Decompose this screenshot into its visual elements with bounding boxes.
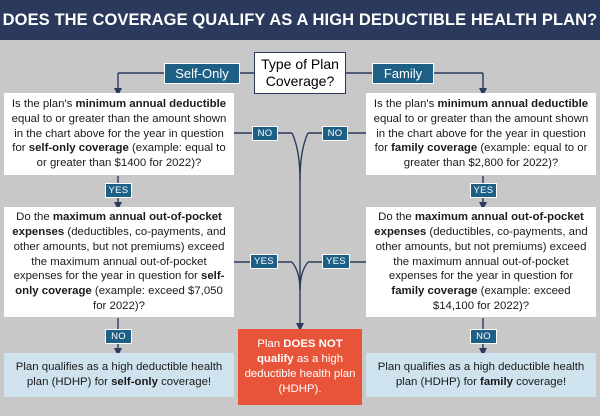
q-text: Is the plan's [373, 97, 438, 110]
q-text: (deductibles, co-payments, and other amo… [375, 225, 588, 283]
q-text: equal to or greater than the amount show… [11, 112, 227, 155]
q-text: Do the [16, 211, 53, 224]
family-oop-question: Do the maximum annual out-of-pocket expe… [366, 207, 596, 317]
result-text: Plan qualifies as a high deductible heal… [15, 361, 223, 388]
plan-type-box: Type of Plan Coverage? [254, 52, 346, 94]
self-only-oop-question: Do the maximum annual out-of-pocket expe… [4, 207, 234, 317]
q-text: equal to or greater than the amount show… [373, 112, 589, 155]
plan-type-line2: Coverage? [265, 73, 335, 89]
left-yes2-tag: YES [250, 254, 278, 269]
q-emph: minimum annual deductible [75, 97, 227, 110]
self-only-deductible-question: Is the plan's minimum annual deductible … [4, 93, 234, 175]
not-qualify-result: Plan DOES NOT qualify as a high deductib… [238, 329, 362, 405]
q-text: Do the [378, 211, 415, 224]
self-only-tag: Self-Only [164, 63, 240, 84]
q-emph: self-only coverage [28, 142, 129, 155]
q-emph: maximum annual out-of-pocket expenses [374, 211, 584, 238]
result-emph: self-only [111, 376, 158, 388]
result-text: coverage! [512, 376, 567, 388]
right-yes-tag: YES [470, 183, 497, 198]
result-text: Plan [257, 338, 284, 351]
result-text: coverage! [157, 376, 212, 388]
self-only-qualifies-result: Plan qualifies as a high deductible heal… [4, 353, 234, 397]
q-text: (example: equal to or greater than $2,80… [403, 142, 588, 170]
result-emph: family [480, 376, 513, 388]
right-no-tag: NO [322, 126, 348, 141]
right-no2-tag: NO [470, 329, 497, 344]
q-text: (example: equal to or greater than $1400… [36, 142, 226, 170]
left-no2-tag: NO [105, 329, 132, 344]
plan-type-line1: Type of Plan [261, 56, 339, 73]
result-text: as a high deductible health plan (HDHP). [244, 353, 356, 395]
q-text: (example: exceed $7,050 for 2022)? [91, 285, 223, 313]
result-emph: DOES NOT qualify [256, 338, 343, 366]
family-qualifies-result: Plan qualifies as a high deductible heal… [366, 353, 596, 397]
q-text: (example: exceed $14,100 for 2022)? [432, 285, 571, 313]
family-tag: Family [372, 63, 434, 84]
q-emph: maximum annual out-of-pocket expenses [12, 211, 222, 238]
right-yes2-tag: YES [322, 254, 350, 269]
q-emph: family coverage [391, 142, 478, 155]
q-text: (deductibles, co-payments, and other amo… [13, 225, 226, 283]
q-text: Is the plan's [11, 97, 76, 110]
q-emph: family coverage [391, 285, 478, 298]
result-text: Plan qualifies as a high deductible heal… [377, 361, 585, 388]
q-emph: self-only coverage [15, 270, 225, 298]
page-title: DOES THE COVERAGE QUALIFY AS A HIGH DEDU… [0, 0, 600, 40]
q-emph: minimum annual deductible [437, 97, 589, 110]
family-deductible-question: Is the plan's minimum annual deductible … [366, 93, 596, 175]
left-no-tag: NO [252, 126, 278, 141]
left-yes-tag: YES [105, 183, 132, 198]
